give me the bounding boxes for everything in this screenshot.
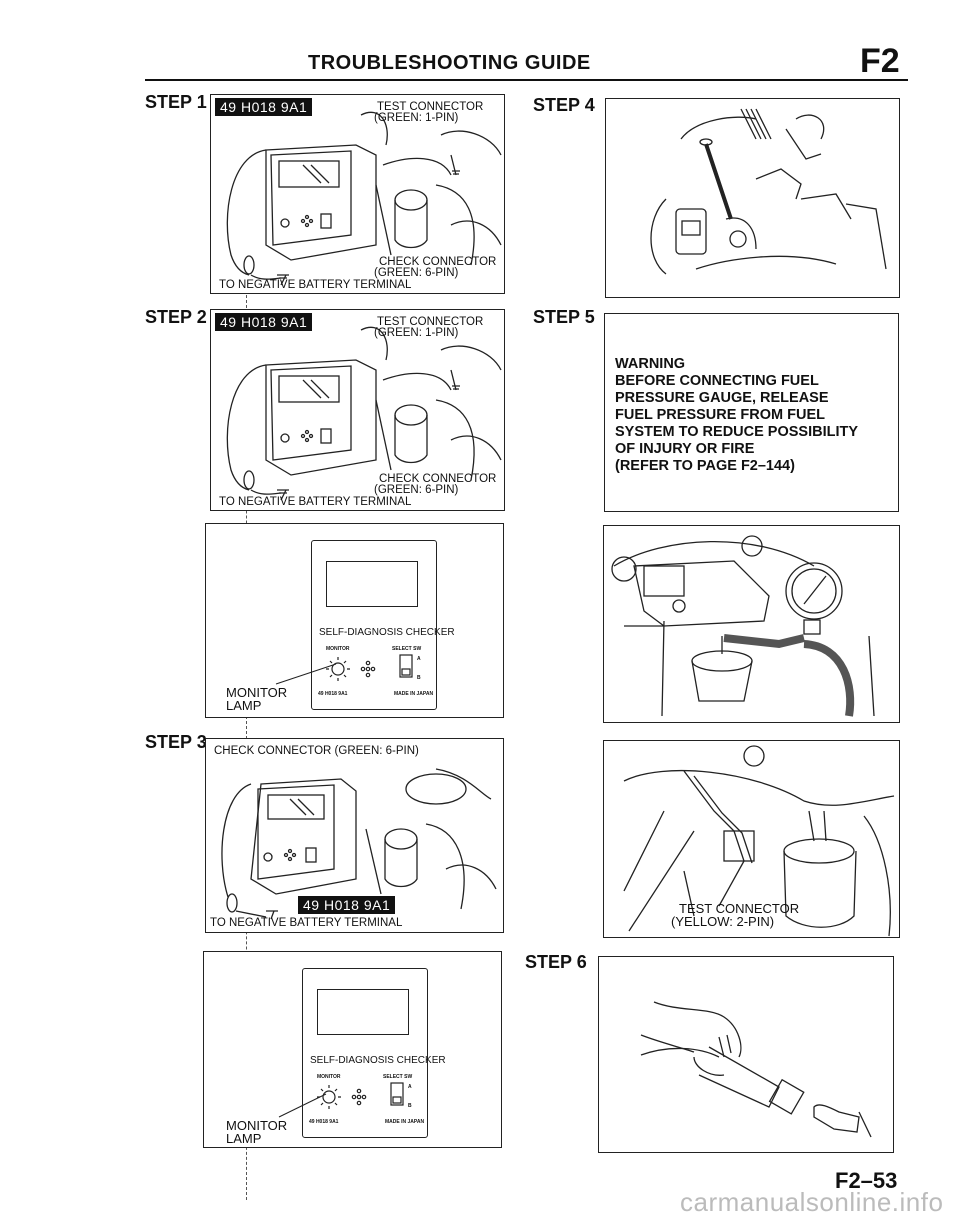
warning-box: WARNING BEFORE CONNECTING FUEL PRESSURE … [604,313,899,512]
check-connector-spec: (GREEN: 6-PIN) [374,267,459,279]
test-connector-spec: (GREEN: 1-PIN) [374,327,459,339]
checker-monitor-label: MONITOR [326,646,350,652]
checker-select-label: SELECT SW [392,646,422,652]
monitor-lamp-callout-1: MONITOR [226,685,288,700]
page-number: F2–53 [835,1168,898,1193]
engine-bay-illustration [226,326,502,501]
checker-made-in: MADE IN JAPAN [385,1119,425,1125]
warning-line: FUEL PRESSURE FROM FUEL [615,407,825,423]
warning-line: SYSTEM TO REDUCE POSSIBILITY [615,424,859,440]
checker-display [317,989,409,1035]
warning-line: PRESSURE GAUGE, RELEASE [615,390,829,406]
step-4-figure [605,98,900,298]
step-2-checker-figure: SELF-DIAGNOSIS CHECKER MONITOR SELECT SW… [205,523,504,718]
check-connector-callout: CHECK CONNECTOR [379,256,497,268]
step-3-label: STEP 3 [145,732,207,752]
checker-part-number: 49 H018 9A1 [309,1119,339,1125]
checker-title: SELF-DIAGNOSIS CHECKER [310,1055,446,1066]
warning-line: OF INJURY OR FIRE [615,441,755,457]
tool-part-number-badge: 49 H018 9A1 [215,98,313,116]
step-3-checker-figure: SELF-DIAGNOSIS CHECKER MONITOR SELECT SW… [203,951,502,1148]
watermark: carmanualsonline.info [680,1187,944,1217]
monitor-lamp-icon [326,654,413,681]
monitor-lamp-callout-2: LAMP [226,698,262,713]
leader-line [278,1093,327,1118]
page-title: TROUBLESHOOTING GUIDE [308,52,591,74]
checker-part-number: 49 H018 9A1 [318,691,348,697]
test-connector-spec: (YELLOW: 2-PIN) [671,914,775,929]
test-connector-callout: TEST CONNECTOR [377,101,484,113]
fuel-gauge-illustration [611,535,875,717]
select-b-label: B [408,1103,412,1109]
check-connector-callout: CHECK CONNECTOR (GREEN: 6-PIN) [214,745,419,757]
check-connector-spec: (GREEN: 6-PIN) [374,484,459,496]
leader-line [275,663,337,685]
step-2-label: STEP 2 [145,307,207,327]
select-a-label: A [417,656,421,662]
battery-terminal-callout: TO NEGATIVE BATTERY TERMINAL [219,496,412,508]
step-6-figure [598,956,894,1153]
battery-terminal-callout: TO NEGATIVE BATTERY TERMINAL [210,917,403,929]
monitor-lamp-callout-2: LAMP [226,1131,262,1146]
battery-terminal-callout: TO NEGATIVE BATTERY TERMINAL [219,279,412,291]
test-connector-figure: TEST CONNECTOR (YELLOW: 2-PIN) [603,740,900,938]
monitor-lamp-icon [317,1082,404,1109]
checker-title: SELF-DIAGNOSIS CHECKER [319,627,455,638]
step-2-figure: 49 H018 9A1 TEST CONNECTOR (GREEN: 1-PIN… [210,309,505,511]
checker-made-in: MADE IN JAPAN [394,691,434,697]
fuel-line-illustration [650,108,887,275]
test-connector-callout: TEST CONNECTOR [679,901,800,916]
test-connector-illustration [623,745,895,937]
section-code: F2 [860,42,900,80]
self-diagnosis-checker: SELF-DIAGNOSIS CHECKER MONITOR SELECT SW… [311,540,455,710]
select-a-label: A [408,1084,412,1090]
self-diagnosis-checker: SELF-DIAGNOSIS CHECKER MONITOR SELECT SW… [302,968,446,1138]
tool-part-number-badge: 49 H018 9A1 [215,313,313,331]
step-6-label: STEP 6 [525,952,587,972]
warning-heading: WARNING [615,356,686,372]
select-b-label: B [417,675,421,681]
warning-line: BEFORE CONNECTING FUEL [615,373,819,389]
checker-display [326,561,418,607]
fuel-hose-plug-illustration [640,1001,872,1138]
checker-select-label: SELECT SW [383,1074,413,1080]
step-4-label: STEP 4 [533,95,595,115]
warning-text: WARNING BEFORE CONNECTING FUEL PRESSURE … [615,356,858,475]
check-connector-callout: CHECK CONNECTOR [379,473,497,485]
engine-bay-illustration [226,111,502,286]
header-divider [145,79,908,81]
warning-reference: (REFER TO PAGE F2–144) [615,458,795,474]
engine-bay-illustration [221,768,497,920]
fuel-pressure-gauge-figure [603,525,900,723]
step-5-label: STEP 5 [533,307,595,327]
checker-monitor-label: MONITOR [317,1074,341,1080]
test-connector-callout: TEST CONNECTOR [377,316,484,328]
step-1-figure: 49 H018 9A1 TEST CONNECTOR (GREEN: 1-PIN… [210,94,505,294]
step-1-label: STEP 1 [145,92,207,112]
tool-part-number-badge: 49 H018 9A1 [298,896,396,914]
step-3-figure: CHECK CONNECTOR (GREEN: 6-PIN) 49 H018 9… [205,738,504,933]
test-connector-spec: (GREEN: 1-PIN) [374,112,459,124]
monitor-lamp-callout-1: MONITOR [226,1118,288,1133]
